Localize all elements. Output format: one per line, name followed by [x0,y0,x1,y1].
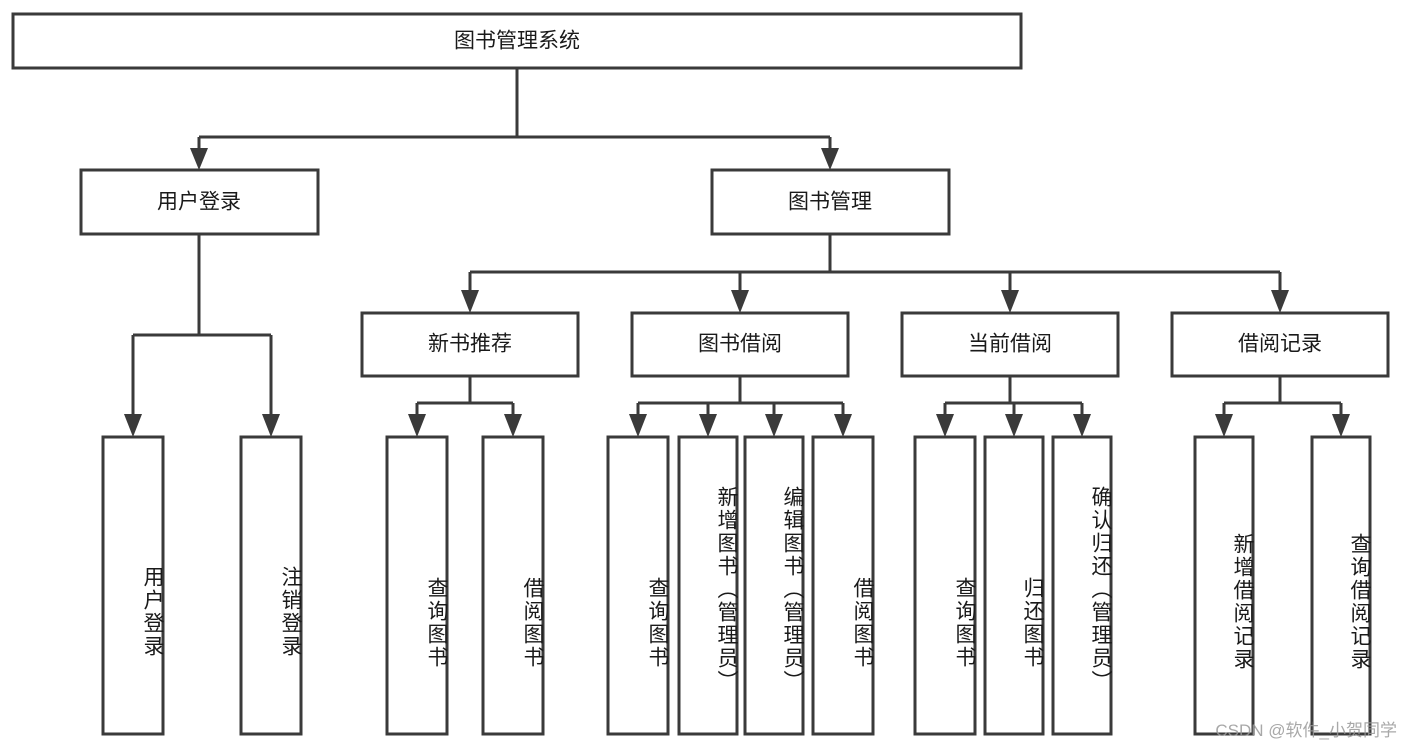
node-book-borrow-box[interactable] [630,311,850,378]
arrow-borrow-record-leaf-2 [1332,414,1350,437]
node-book-borrow-label: 图书借阅 [698,333,782,356]
leaf-current-borrow-2-box[interactable] [983,435,1045,736]
node-root-box[interactable] [11,12,1023,70]
connector-group [124,68,1350,437]
arrow-book-borrow-leaf-2 [699,414,717,437]
arrow-root-to-user-login [190,148,208,170]
arrow-book-borrow-leaf-1 [629,414,647,437]
node-borrow-record-label: 借阅记录 [1238,333,1322,356]
leaf-book-borrow-4-box[interactable] [811,435,875,736]
arrow-book-mgmt-to-current-borrow [1001,290,1019,313]
arrow-book-borrow-leaf-3 [765,414,783,437]
leaf-book-borrow-3-box[interactable] [743,435,805,736]
leaf-current-borrow-3-box[interactable] [1051,435,1113,736]
node-box-group [11,12,1390,736]
node-book-management-box[interactable] [710,168,951,236]
arrow-book-borrow-leaf-4 [834,414,852,437]
horizontal-label-group: 图书管理系统 用户登录 图书管理 新书推荐 图书借阅 当前借阅 借阅记录 [157,30,1322,356]
leaf-book-borrow-1-box[interactable] [606,435,670,736]
node-new-book-label: 新书推荐 [428,333,512,356]
arrow-user-login-leaf-2 [262,414,280,437]
arrow-current-borrow-leaf-1 [936,414,954,437]
leaf-new-book-1-box[interactable] [385,435,449,736]
arrow-current-borrow-leaf-2 [1005,414,1023,437]
node-root-label: 图书管理系统 [454,30,580,53]
arrow-book-mgmt-to-borrow-record [1271,290,1289,313]
arrow-borrow-record-leaf-1 [1215,414,1233,437]
csdn-watermark: CSDN @软件_小贺同学 [1215,721,1397,740]
node-user-login-box[interactable] [79,168,320,236]
node-book-management-label: 图书管理 [788,191,872,214]
node-borrow-record-box[interactable] [1170,311,1390,378]
arrow-user-login-leaf-1 [124,414,142,437]
arrow-book-mgmt-to-book-borrow [731,290,749,313]
arrow-new-book-leaf-2 [504,414,522,437]
leaf-borrow-record-2-box[interactable] [1310,435,1372,736]
node-user-login-label: 用户登录 [157,191,241,214]
leaf-user-login-2-box[interactable] [239,435,303,736]
node-current-borrow-box[interactable] [900,311,1120,378]
arrow-root-to-book-mgmt [821,148,839,170]
leaf-borrow-record-1-box[interactable] [1193,435,1255,736]
leaf-new-book-2-box[interactable] [481,435,545,736]
leaf-current-borrow-1-box[interactable] [913,435,977,736]
node-current-borrow-label: 当前借阅 [968,333,1052,356]
arrow-current-borrow-leaf-3 [1073,414,1091,437]
arrow-book-mgmt-to-new-book [461,290,479,313]
leaf-user-login-1-box[interactable] [101,435,165,736]
node-new-book-box[interactable] [360,311,580,378]
leaf-book-borrow-2-box[interactable] [677,435,739,736]
arrow-new-book-leaf-1 [408,414,426,437]
